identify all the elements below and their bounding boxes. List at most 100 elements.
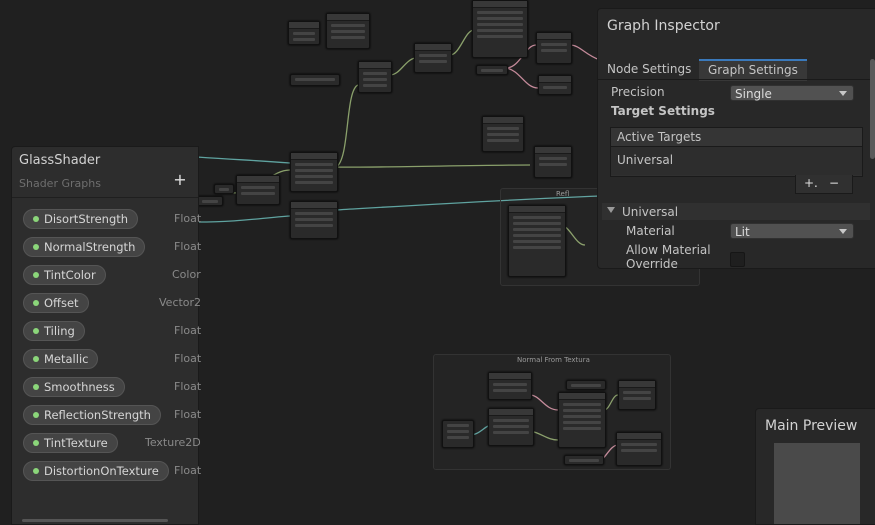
- material-value: Lit: [735, 225, 750, 239]
- property-type: Float: [174, 352, 202, 365]
- graph-node[interactable]: [472, 0, 528, 58]
- tab-node-settings[interactable]: Node Settings: [607, 62, 692, 76]
- graph-node[interactable]: [488, 372, 532, 400]
- property-pill[interactable]: Smoothness: [23, 377, 125, 397]
- property-type: Float: [174, 408, 202, 421]
- property-name: TintTexture: [44, 436, 108, 450]
- property-name: Tiling: [44, 324, 75, 338]
- graph-node[interactable]: [566, 380, 606, 390]
- property-pill[interactable]: TintColor: [23, 265, 106, 285]
- property-type: Float: [174, 324, 202, 337]
- remove-target-button[interactable]: −: [829, 176, 840, 190]
- material-dropdown[interactable]: Lit: [730, 223, 854, 239]
- property-dot-icon: [33, 468, 39, 474]
- graph-node[interactable]: [326, 13, 370, 49]
- inspector-tabs: Node Settings Graph Settings: [598, 59, 875, 81]
- graph-node[interactable]: [482, 116, 524, 152]
- property-type: Float: [174, 464, 202, 477]
- allow-override-label-2: Override: [626, 257, 678, 269]
- preview-viewport[interactable]: [774, 443, 860, 524]
- property-pill[interactable]: DisortStrength: [23, 209, 139, 229]
- property-type: Float: [174, 240, 202, 253]
- chevron-down-icon: [839, 229, 847, 234]
- property-pill[interactable]: DistortionOnTexture: [23, 461, 169, 481]
- graph-node[interactable]: [536, 32, 572, 64]
- edge: [529, 394, 559, 411]
- graph-node[interactable]: [564, 455, 604, 465]
- graph-inspector-panel: Graph Inspector Node Settings Graph Sett…: [597, 8, 875, 269]
- group-title: Refl: [556, 190, 570, 198]
- active-targets-list: Active Targets Universal: [610, 127, 863, 177]
- graph-node[interactable]: [214, 184, 234, 194]
- target-add-remove: +. −: [795, 175, 853, 194]
- graph-node[interactable]: [538, 75, 572, 95]
- graph-node[interactable]: [476, 65, 508, 75]
- property-type: Texture2D: [145, 436, 201, 449]
- graph-node[interactable]: [534, 146, 572, 178]
- property-name: Offset: [44, 296, 79, 310]
- graph-node[interactable]: [290, 201, 338, 239]
- property-pill[interactable]: NormalStrength: [23, 237, 146, 257]
- property-dot-icon: [33, 440, 39, 446]
- graph-node[interactable]: [290, 74, 340, 86]
- divider: [598, 79, 875, 80]
- property-pill[interactable]: Offset: [23, 293, 89, 313]
- tab-graph-settings[interactable]: Graph Settings: [699, 59, 807, 81]
- add-target-button[interactable]: +.: [804, 176, 818, 190]
- plus-icon[interactable]: +: [173, 170, 187, 189]
- precision-dropdown[interactable]: Single: [730, 85, 854, 101]
- node-group: [433, 354, 671, 470]
- property-name: DistortionOnTexture: [44, 464, 159, 478]
- property-dot-icon: [33, 244, 39, 250]
- edge: [335, 84, 359, 168]
- property-type: Color: [172, 268, 201, 281]
- precision-label: Precision: [611, 85, 665, 99]
- graph-node[interactable]: [290, 152, 338, 192]
- inspector-scrollbar[interactable]: [870, 59, 875, 159]
- property-type: Float: [174, 212, 202, 225]
- blackboard-scrollbar[interactable]: [22, 519, 168, 522]
- graph-node[interactable]: [488, 408, 534, 446]
- universal-section-header[interactable]: Universal: [602, 203, 870, 220]
- edge: [335, 195, 601, 211]
- edge: [569, 44, 601, 61]
- property-dot-icon: [33, 356, 39, 362]
- graph-node[interactable]: [616, 432, 662, 466]
- section-label: Universal: [622, 205, 679, 219]
- allow-override-checkbox[interactable]: [730, 252, 745, 267]
- target-settings-label: Target Settings: [611, 104, 715, 118]
- edge: [449, 29, 475, 56]
- property-dot-icon: [33, 272, 39, 278]
- edge: [196, 215, 291, 223]
- target-item-label: Universal: [617, 153, 674, 167]
- edge: [389, 57, 416, 76]
- edge: [196, 156, 291, 164]
- graph-node[interactable]: [508, 205, 566, 277]
- property-pill[interactable]: Tiling: [23, 321, 85, 341]
- property-dot-icon: [33, 384, 39, 390]
- graph-node[interactable]: [618, 380, 656, 410]
- group-title: Normal From Textura: [517, 356, 590, 364]
- property-name: DisortStrength: [44, 212, 129, 226]
- target-list-item[interactable]: Universal: [611, 147, 862, 175]
- property-name: TintColor: [44, 268, 96, 282]
- graph-node[interactable]: [288, 21, 320, 45]
- graph-node[interactable]: [442, 420, 474, 448]
- property-name: NormalStrength: [44, 240, 136, 254]
- active-targets-label: Active Targets: [617, 130, 702, 144]
- property-name: Metallic: [44, 352, 89, 366]
- active-targets-header: Active Targets: [611, 128, 862, 147]
- triangle-down-icon: [607, 207, 615, 213]
- divider: [12, 197, 198, 198]
- property-type: Vector2: [159, 296, 202, 309]
- graph-node[interactable]: [558, 392, 606, 448]
- graph-node[interactable]: [358, 61, 392, 93]
- inspector-title: Graph Inspector: [607, 18, 720, 34]
- property-pill[interactable]: ReflectionStrength: [23, 405, 161, 425]
- allow-override-label: Allow Material: [626, 243, 711, 257]
- property-pill[interactable]: TintTexture: [23, 433, 118, 453]
- property-pill[interactable]: Metallic: [23, 349, 99, 369]
- graph-node[interactable]: [414, 43, 452, 73]
- graph-node[interactable]: [236, 175, 280, 205]
- graph-node[interactable]: [197, 196, 223, 206]
